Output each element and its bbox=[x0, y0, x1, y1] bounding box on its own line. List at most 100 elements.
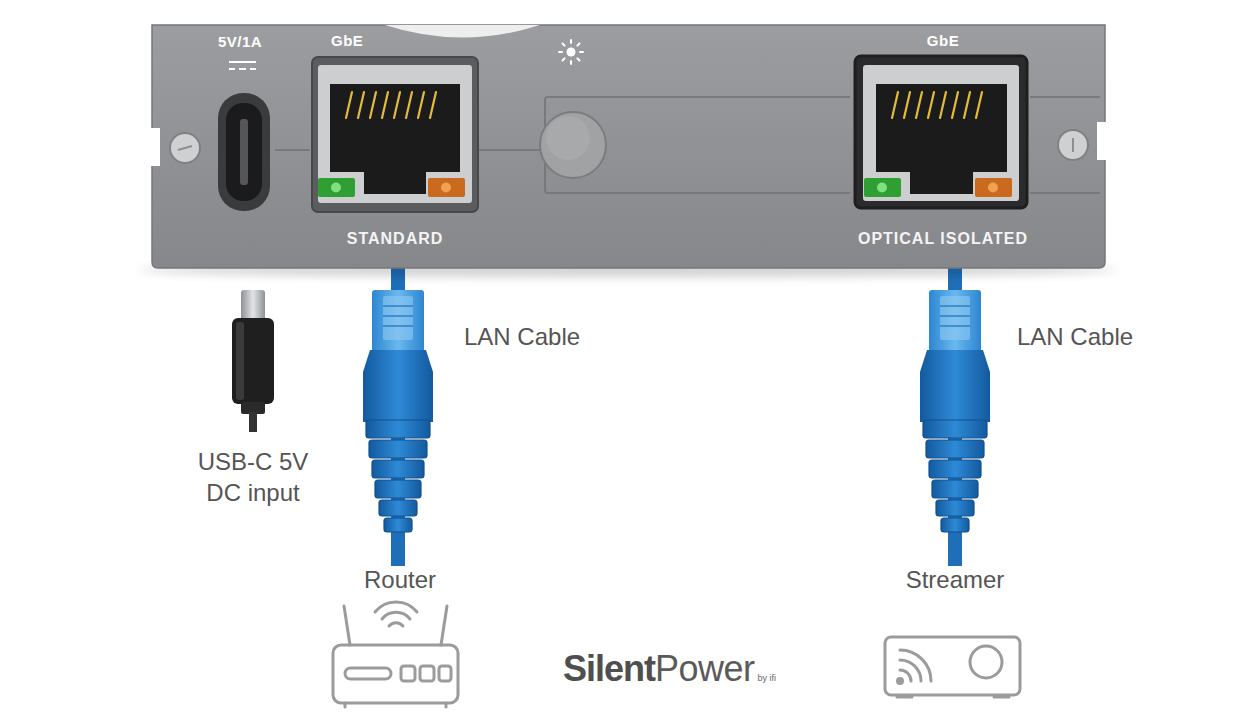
rj45-port bbox=[863, 65, 1019, 201]
streamer-icon bbox=[898, 679, 903, 684]
lan-plug bbox=[383, 306, 413, 326]
port-rating: 5V/1A bbox=[218, 33, 262, 51]
streamer-icon bbox=[885, 637, 1020, 697]
light-symbol bbox=[567, 48, 576, 57]
rj45-port bbox=[892, 92, 898, 118]
router-icon bbox=[333, 602, 458, 707]
device-name: Streamer bbox=[906, 566, 1005, 595]
device-node: Streamer bbox=[885, 566, 1025, 701]
usb-c-cable bbox=[236, 322, 244, 400]
lan-plug bbox=[372, 460, 424, 478]
device-panel bbox=[138, 25, 1118, 277]
usb-c-cable bbox=[249, 412, 257, 432]
lan-plug bbox=[941, 518, 969, 532]
rj45-port bbox=[877, 183, 887, 193]
lan-plug bbox=[940, 306, 970, 326]
usb-c-cable bbox=[232, 318, 274, 404]
usb-c-cable bbox=[232, 290, 274, 432]
cable-label: LAN Cable bbox=[1015, 323, 1135, 351]
rj45-port bbox=[330, 84, 460, 194]
screw bbox=[178, 146, 192, 150]
rj45-port bbox=[904, 92, 910, 118]
rj45-port bbox=[370, 92, 376, 118]
port-speed: GbE bbox=[927, 32, 959, 50]
rj45-port bbox=[855, 56, 1027, 208]
router-icon bbox=[439, 666, 451, 681]
screw bbox=[1058, 130, 1088, 160]
router-icon bbox=[375, 602, 417, 612]
lan-plug bbox=[936, 500, 974, 516]
usb-c-cable bbox=[241, 290, 265, 322]
usb-c-port bbox=[218, 93, 270, 211]
router-icon bbox=[345, 703, 446, 707]
lan-plug bbox=[929, 290, 981, 352]
rj45-port bbox=[312, 57, 478, 212]
port-name: OPTICAL ISOLATED bbox=[858, 229, 1028, 248]
rj45-port bbox=[916, 92, 922, 118]
brand-logo: by ifi bbox=[758, 673, 777, 683]
router-icon bbox=[382, 612, 410, 619]
rj45-port bbox=[358, 92, 364, 118]
rj45-port bbox=[346, 92, 352, 118]
rj45-port bbox=[331, 183, 341, 193]
router-icon bbox=[333, 645, 458, 703]
rj45-port bbox=[952, 92, 958, 118]
streamer-icon bbox=[897, 696, 1009, 699]
usb-c-port bbox=[218, 93, 270, 211]
rj45-port bbox=[864, 178, 901, 197]
device-panel bbox=[148, 128, 160, 166]
device-panel bbox=[1097, 122, 1109, 160]
router-icon bbox=[389, 623, 403, 626]
streamer-icon bbox=[970, 646, 1002, 678]
ethernet-port: GbESTANDARD bbox=[305, 30, 485, 258]
lan-plug bbox=[920, 290, 990, 532]
lan-plug bbox=[383, 296, 413, 340]
rj45-port bbox=[928, 92, 934, 118]
lan-plug bbox=[366, 420, 430, 438]
brand-logo: Power bbox=[655, 648, 755, 690]
dc-symbol bbox=[229, 68, 256, 70]
lan-plug bbox=[366, 420, 430, 532]
lan-plug bbox=[363, 350, 433, 422]
lan-plug bbox=[923, 420, 987, 438]
port-speed: GbE bbox=[331, 32, 363, 50]
dc-symbol bbox=[229, 62, 256, 69]
device-panel bbox=[152, 25, 1105, 268]
rj45-port bbox=[430, 92, 436, 118]
screw bbox=[170, 133, 200, 163]
lan-plug bbox=[379, 500, 417, 516]
lan-plug bbox=[929, 460, 981, 478]
light-symbol bbox=[559, 40, 583, 64]
rj45-port bbox=[855, 56, 1027, 208]
rj45-port bbox=[346, 92, 436, 118]
lan-plug bbox=[920, 350, 990, 422]
ethernet-port: GbE OPTICAL ISOLATED bbox=[843, 30, 1043, 258]
rj45-port bbox=[876, 84, 1007, 194]
panel-groove bbox=[275, 149, 310, 151]
panel-groove bbox=[478, 149, 540, 151]
rj45-port bbox=[312, 57, 478, 212]
brand-logo: SilentPowerby ifi bbox=[563, 648, 776, 690]
lan-plug bbox=[375, 480, 421, 498]
rj45-port bbox=[940, 92, 946, 118]
push-button bbox=[540, 112, 606, 178]
screw bbox=[1072, 138, 1074, 152]
streamer-icon bbox=[900, 660, 921, 681]
lan-plug bbox=[932, 480, 978, 498]
lan-plug bbox=[923, 420, 987, 532]
lan-plug bbox=[926, 440, 984, 458]
lan-plug bbox=[384, 518, 412, 532]
router-icon bbox=[344, 606, 350, 645]
lan-plug bbox=[940, 296, 970, 340]
input-label: USB-C 5V DC input bbox=[186, 446, 320, 508]
streamer-icon bbox=[885, 637, 1020, 695]
light-symbol bbox=[559, 40, 583, 64]
rj45-port bbox=[976, 92, 982, 118]
rj45-port bbox=[406, 92, 412, 118]
usb-c-port bbox=[226, 103, 262, 201]
rj45-port bbox=[975, 178, 1012, 197]
rj45-port bbox=[428, 178, 465, 197]
usb-c-port bbox=[240, 119, 248, 185]
